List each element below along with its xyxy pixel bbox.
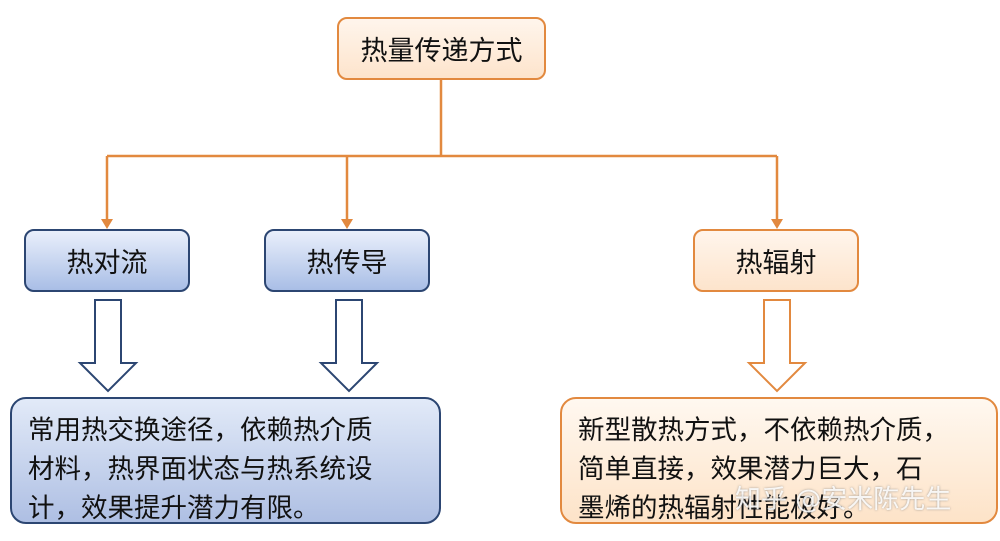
description-right: 新型散热方式，不依赖热介质， 简单直接，效果潜力巨大，石 墨烯的热辐射性能极好。 [560, 397, 998, 524]
arrowhead-convection [101, 219, 113, 229]
node-conduction: 热传导 [264, 229, 430, 292]
watermark: 知乎 @安米陈先生 [735, 485, 952, 515]
arrowhead-radiation [771, 219, 783, 229]
node-radiation-label: 热辐射 [735, 248, 817, 279]
down-arrow-conduction [318, 299, 380, 393]
down-arrow-convection [77, 299, 139, 393]
node-conduction-label: 热传导 [306, 248, 388, 279]
node-convection: 热对流 [24, 229, 190, 292]
node-convection-label: 热对流 [66, 248, 148, 279]
down-arrow-radiation [746, 299, 808, 393]
node-radiation: 热辐射 [693, 229, 859, 292]
root-node-label: 热量传递方式 [360, 36, 523, 67]
description-left: 常用热交换途径，依赖热介质 材料，热界面状态与热系统设 计，效果提升潜力有限。 [10, 397, 441, 524]
arrowhead-conduction [341, 219, 353, 229]
root-node-heat-transfer: 热量传递方式 [337, 17, 546, 80]
